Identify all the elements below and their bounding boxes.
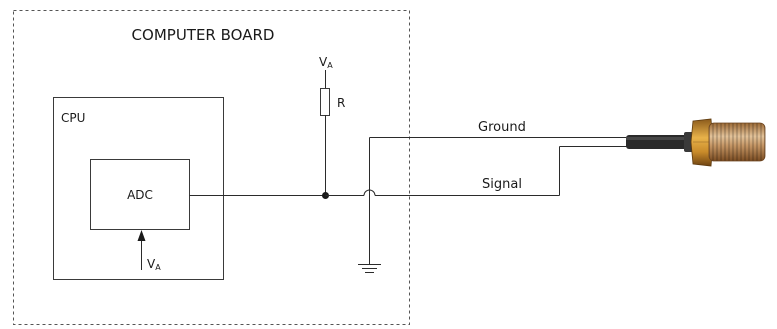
adc-box: [90, 159, 190, 230]
cpu-box: [53, 97, 224, 280]
adc-supply-label: VA: [147, 257, 161, 272]
cpu-label: CPU: [61, 111, 85, 125]
pullup-supply-label: VA: [319, 55, 333, 70]
ground-label: Ground: [478, 120, 526, 135]
adc-label: ADC: [127, 188, 153, 202]
resistor-label: R: [337, 96, 345, 110]
resistor-r: [320, 88, 330, 116]
threaded-sensor-icon: [626, 118, 766, 167]
signal-label: Signal: [482, 177, 522, 192]
adc-supply-arrowhead: [137, 230, 146, 241]
computer-board-title: COMPUTER BOARD: [132, 26, 275, 44]
computer-board-outline: [13, 10, 410, 325]
